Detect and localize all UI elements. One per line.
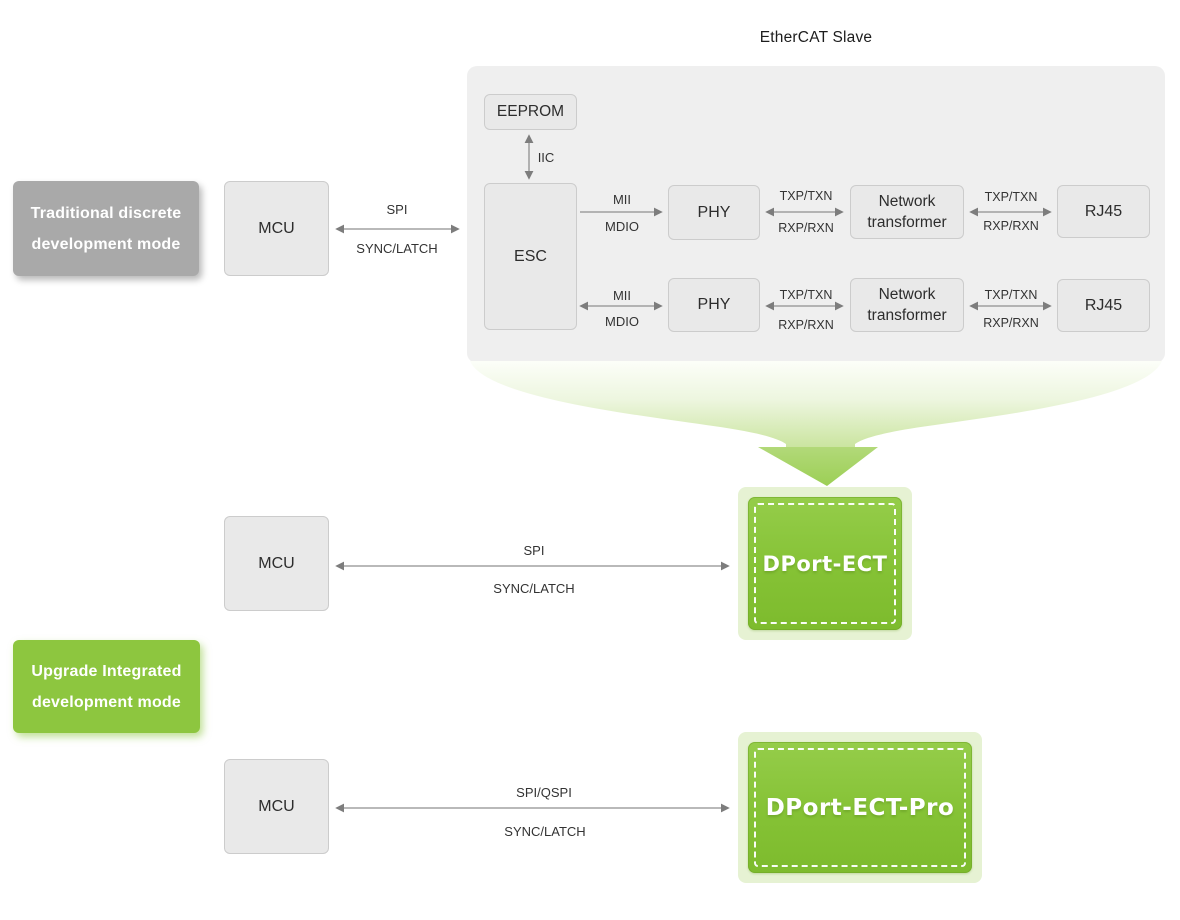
upgrade-mode-line1: Upgrade Integrated bbox=[31, 662, 182, 680]
label-txp-txn-2: TXP/TXN bbox=[779, 288, 833, 302]
mcu-label: MCU bbox=[258, 554, 295, 572]
block-mcu-3: MCU bbox=[224, 759, 329, 854]
block-dport-ect: DPort-ECT bbox=[738, 487, 912, 640]
label-rxp-rxn-4: RXP/RXN bbox=[983, 316, 1039, 330]
label-mii-2: MII bbox=[612, 288, 632, 303]
dport-ect-inner: DPort-ECT bbox=[748, 497, 902, 630]
integration-funnel bbox=[470, 361, 1162, 448]
block-eeprom: EEPROM bbox=[484, 94, 577, 130]
block-rj45-2: RJ45 bbox=[1057, 279, 1150, 332]
phy-label: PHY bbox=[697, 203, 731, 221]
label-spi-qspi: SPI/QSPI bbox=[516, 785, 572, 800]
block-esc: ESC bbox=[484, 183, 577, 330]
dport-ect-pro-inner: DPort-ECT-Pro bbox=[748, 742, 972, 873]
block-network-transformer-1: Network transformer bbox=[850, 185, 964, 239]
label-rxp-rxn-1: RXP/RXN bbox=[778, 221, 834, 235]
label-spi-1: SPI bbox=[386, 202, 408, 217]
eeprom-label: EEPROM bbox=[496, 103, 565, 120]
label-iic: IIC bbox=[537, 150, 555, 165]
mode-label-upgrade: Upgrade Integrated development mode bbox=[13, 640, 200, 733]
rj45-label: RJ45 bbox=[1084, 202, 1123, 220]
upgrade-mode-line2: development mode bbox=[31, 693, 181, 711]
block-network-transformer-2: Network transformer bbox=[850, 278, 964, 332]
traditional-mode-line1: Traditional discrete bbox=[30, 204, 182, 222]
block-phy-2: PHY bbox=[668, 278, 760, 332]
label-spi-2: SPI bbox=[523, 543, 545, 558]
dport-ect-pro-label: DPort-ECT-Pro bbox=[765, 794, 955, 821]
mode-label-traditional: Traditional discrete development mode bbox=[13, 181, 199, 276]
network-transformer-line2: transformer bbox=[867, 307, 947, 324]
block-rj45-1: RJ45 bbox=[1057, 185, 1150, 238]
dport-ect-label: DPort-ECT bbox=[762, 551, 888, 576]
ethercat-slave-title: EtherCAT Slave bbox=[759, 29, 873, 46]
label-txp-txn-1: TXP/TXN bbox=[779, 189, 833, 203]
label-sync-latch-3: SYNC/LATCH bbox=[504, 824, 586, 839]
network-transformer-line1: Network bbox=[878, 285, 936, 303]
esc-label: ESC bbox=[514, 247, 547, 265]
block-mcu-2: MCU bbox=[224, 516, 329, 611]
label-txp-txn-4: TXP/TXN bbox=[984, 288, 1038, 302]
label-txp-txn-3: TXP/TXN bbox=[984, 190, 1038, 204]
network-transformer-line2: transformer bbox=[867, 214, 947, 231]
label-rxp-rxn-2: RXP/RXN bbox=[778, 318, 834, 332]
label-mdio-2: MDIO bbox=[605, 314, 639, 329]
phy-label: PHY bbox=[697, 296, 731, 313]
mcu-label: MCU bbox=[258, 797, 295, 815]
label-mdio-1: MDIO bbox=[605, 219, 639, 234]
block-dport-ect-pro: DPort-ECT-Pro bbox=[738, 732, 982, 883]
label-sync-latch-2: SYNC/LATCH bbox=[493, 581, 575, 596]
mcu-label: MCU bbox=[258, 219, 295, 237]
integration-funnel-arrowhead bbox=[758, 447, 878, 486]
rj45-label: RJ45 bbox=[1084, 296, 1123, 314]
label-mii-1: MII bbox=[612, 192, 632, 207]
block-phy-1: PHY bbox=[668, 185, 760, 240]
network-transformer-line1: Network bbox=[878, 192, 936, 210]
block-mcu-1: MCU bbox=[224, 181, 329, 276]
label-sync-latch-1: SYNC/LATCH bbox=[356, 241, 438, 256]
traditional-mode-line2: development mode bbox=[31, 235, 181, 253]
label-rxp-rxn-3: RXP/RXN bbox=[983, 219, 1039, 233]
